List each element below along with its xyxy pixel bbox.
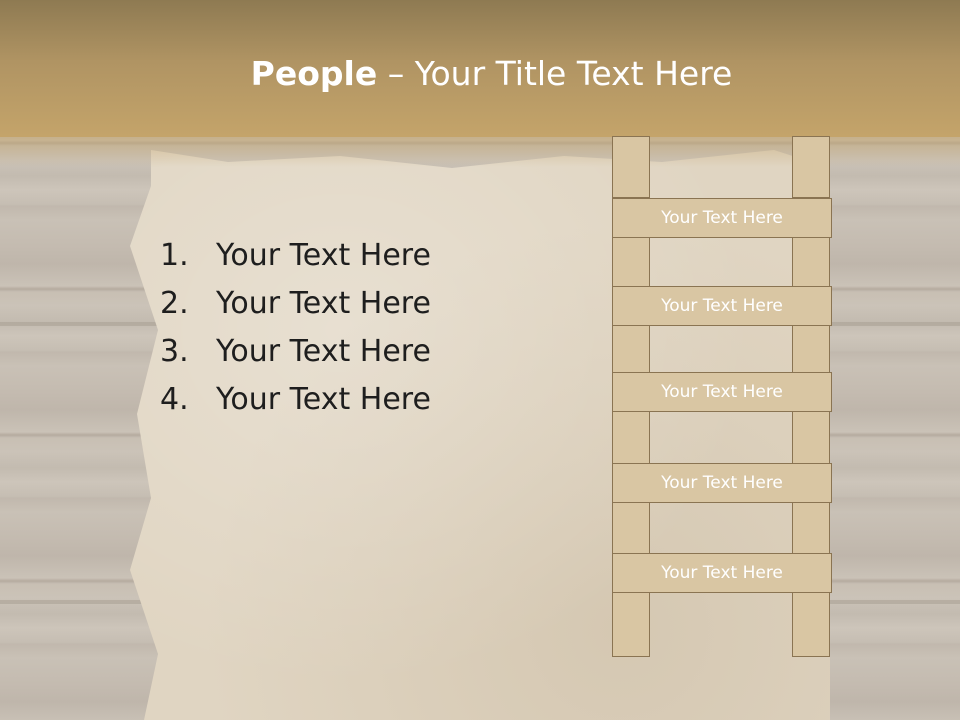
title-bold: People — [250, 54, 378, 93]
list-number: 2. — [160, 286, 189, 321]
ladder-rail-left — [612, 502, 650, 554]
ladder-rail-right — [792, 502, 830, 554]
ladder-rail-right — [792, 136, 830, 198]
ladder-rung: Your Text Here — [612, 553, 832, 593]
list-text: Your Text Here — [216, 334, 431, 369]
numbered-list: 1. Your Text Here 2. Your Text Here 3. Your… — [160, 232, 431, 424]
ladder-rung: Your Text Here — [612, 372, 832, 412]
ladder-rail-left — [612, 136, 650, 198]
list-number: 1. — [160, 238, 189, 273]
ladder-rung: Your Text Here — [612, 198, 832, 238]
ladder-rail-right — [792, 325, 830, 373]
title-bar — [0, 0, 960, 137]
list-item: 3. Your Text Here — [160, 328, 431, 376]
list-item: 1. Your Text Here — [160, 232, 431, 280]
title-rest: – Your Title Text Here — [387, 54, 733, 93]
ladder-rail-left — [612, 592, 650, 657]
slide-title: People – Your Title Text Here — [0, 50, 960, 98]
parchment-background — [130, 150, 830, 720]
ladder-rail-right — [792, 592, 830, 657]
ladder-rung: Your Text Here — [612, 463, 832, 503]
list-item: 4. Your Text Here — [160, 376, 431, 424]
ladder-rung: Your Text Here — [612, 286, 832, 326]
ladder-rail-left — [612, 411, 650, 464]
ladder-rail-right — [792, 237, 830, 287]
ladder-rail-left — [612, 237, 650, 287]
list-item: 2. Your Text Here — [160, 280, 431, 328]
ladder-rail-left — [612, 325, 650, 373]
list-text: Your Text Here — [216, 238, 431, 273]
list-number: 4. — [160, 382, 189, 417]
list-number: 3. — [160, 334, 189, 369]
list-text: Your Text Here — [216, 286, 431, 321]
list-text: Your Text Here — [216, 382, 431, 417]
ladder-rail-right — [792, 411, 830, 464]
